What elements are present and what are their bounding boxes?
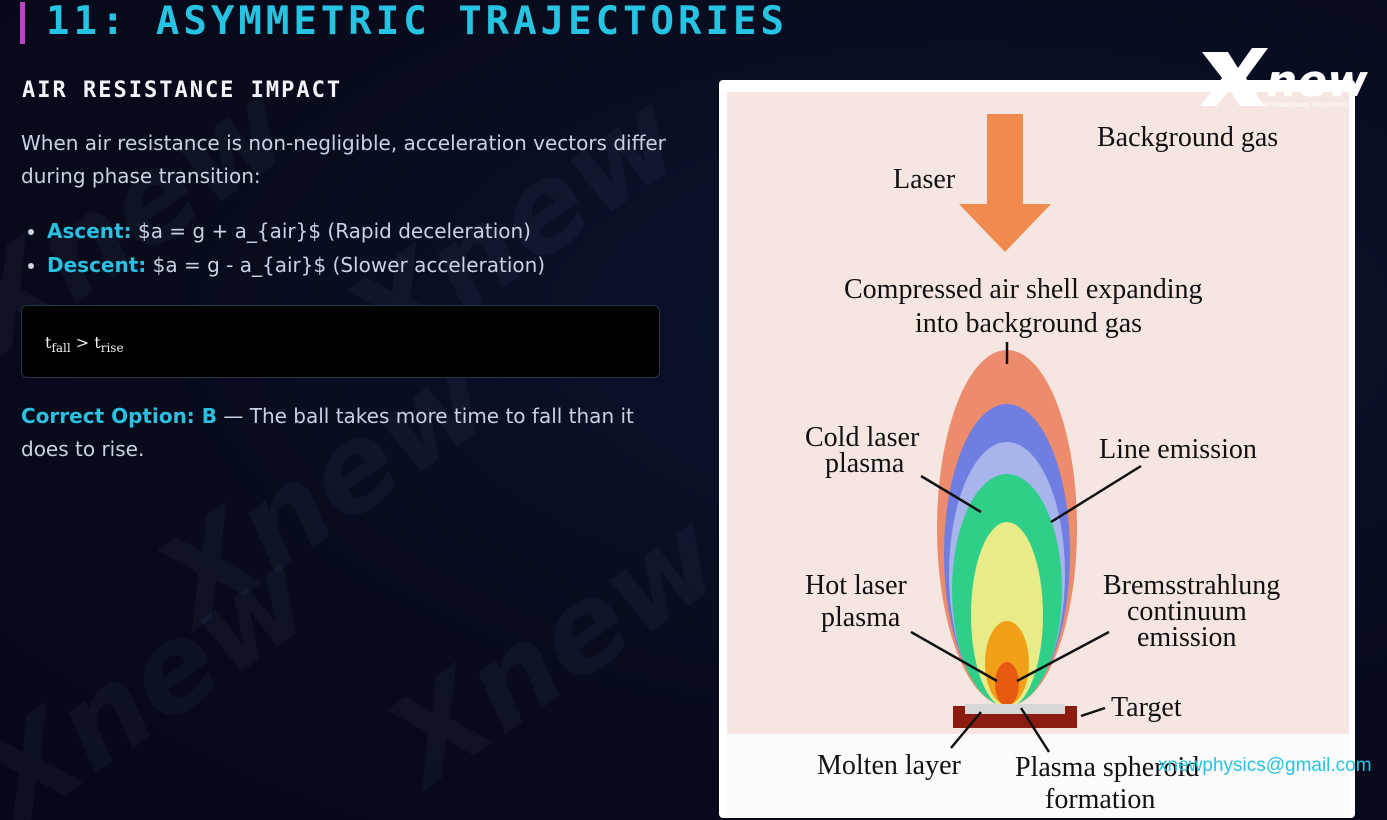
formula-rhs: t <box>94 333 101 352</box>
formula-lhs-subscript: fall <box>51 341 71 356</box>
label-spheroid-line2: formation <box>1045 784 1155 815</box>
label-brems-line3: emission <box>1137 622 1237 653</box>
formula-box: tfall > trise <box>21 305 660 378</box>
label-target: Target <box>1111 692 1182 723</box>
label-hot-line2: plasma <box>821 602 901 633</box>
label-line-emission: Line emission <box>1099 434 1257 465</box>
contact-email: xnewphysics@gmail.com <box>1158 755 1372 776</box>
plasma-diagram: Laser Background gas Compressed air shel… <box>719 80 1355 818</box>
watermark-text: Xnew <box>0 526 337 820</box>
formula-lhs: t <box>45 333 52 352</box>
laser-arrow-icon <box>959 114 1051 252</box>
list-item: Descent: $a = g - a_{air}$ (Slower accel… <box>47 248 697 282</box>
plasma-core <box>995 662 1019 706</box>
section-heading: AIR RESISTANCE IMPACT <box>22 78 343 103</box>
xnew-logo: new INTERNATIONAL EDUCATION <box>1200 48 1368 109</box>
formula-text: tfall > trise <box>45 333 124 355</box>
bullet-text: $a = g + a_{air}$ (Rapid deceleration) <box>131 219 531 243</box>
label-brems-line1: Bremsstrahlung <box>1103 570 1280 601</box>
logo-subtitle: INTERNATIONAL EDUCATION <box>1262 102 1347 109</box>
logo-x-mark <box>1200 48 1268 106</box>
list-item: Ascent: $a = g + a_{air}$ (Rapid deceler… <box>47 214 697 248</box>
watermark-text: Xnew <box>363 486 747 813</box>
label-cold-line1: Cold laser <box>805 422 920 453</box>
formula-operator: > <box>70 333 95 352</box>
target-surface <box>965 704 1065 714</box>
label-compressed-line1: Compressed air shell expanding <box>844 274 1202 305</box>
label-molten-layer: Molten layer <box>817 750 962 781</box>
answer-term: Correct Option: B <box>21 404 218 428</box>
bullet-list: Ascent: $a = g + a_{air}$ (Rapid deceler… <box>21 214 697 282</box>
bullet-text: $a = g - a_{air}$ (Slower acceleration) <box>146 253 546 277</box>
plasma-diagram-svg: Laser Background gas Compressed air shel… <box>727 92 1349 818</box>
answer-text: — The ball takes more time to fall than … <box>21 404 634 461</box>
label-brems-line2: continuum <box>1127 596 1247 627</box>
label-compressed-line2: into background gas <box>915 308 1142 339</box>
intro-paragraph: When air resistance is non-negligible, a… <box>21 131 666 188</box>
label-spheroid-line1: Plasma spheroid <box>1015 752 1199 783</box>
leader-lines <box>910 342 1142 753</box>
diagram-bottom-panel <box>727 734 1349 818</box>
label-hot-line1: Hot laser <box>805 570 908 601</box>
label-cold-line2: plasma <box>825 448 905 479</box>
title-accent-bar <box>20 2 25 44</box>
label-background-gas: Background gas <box>1097 122 1278 153</box>
slide-title: 11: ASYMMETRIC TRAJECTORIES <box>46 0 788 44</box>
label-laser: Laser <box>893 164 956 195</box>
bullet-term: Descent: <box>47 253 147 277</box>
answer-paragraph: Correct Option: B — The ball takes more … <box>21 400 671 466</box>
logo-wordmark: new <box>1266 56 1368 107</box>
formula-rhs-subscript: rise <box>100 341 124 356</box>
bullet-term: Ascent: <box>47 219 132 243</box>
